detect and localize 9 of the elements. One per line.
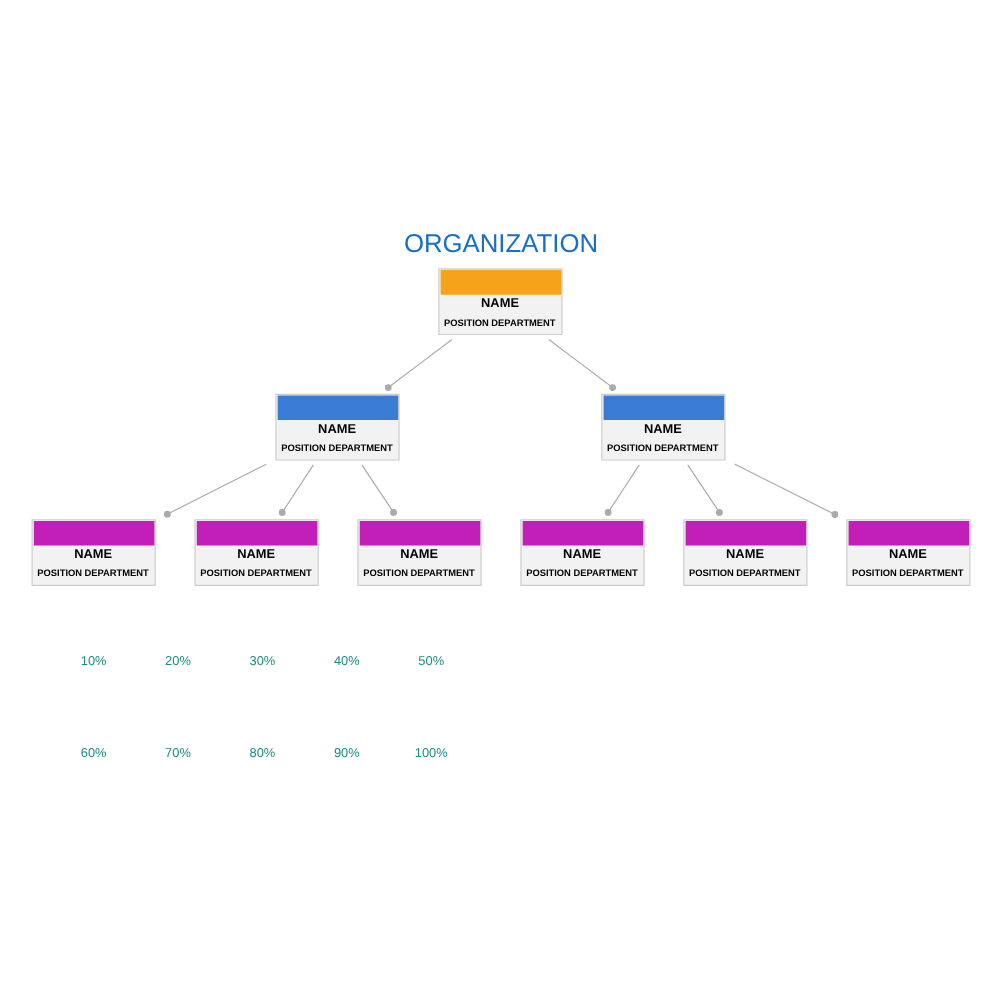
connector — [383, 337, 452, 390]
connector — [360, 463, 396, 515]
diagram-title: ORGANIZATION — [402, 227, 598, 258]
connector — [686, 463, 722, 515]
connector — [163, 462, 266, 517]
connector — [277, 463, 313, 515]
connector — [547, 337, 615, 390]
connector — [732, 462, 838, 517]
connector — [603, 463, 639, 515]
